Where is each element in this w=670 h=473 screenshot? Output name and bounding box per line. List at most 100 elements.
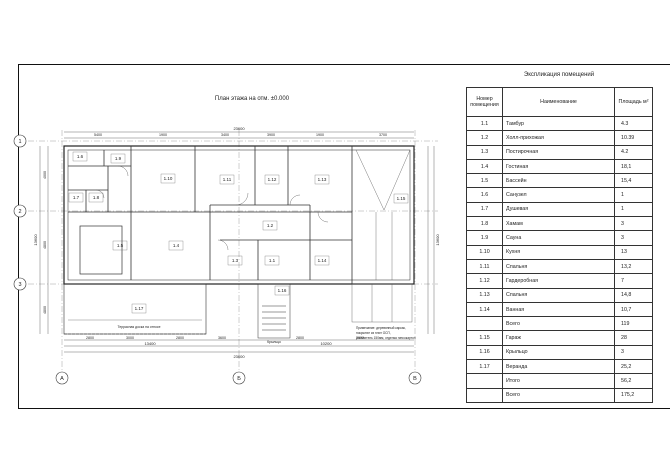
axis-col-3-bubble	[408, 371, 422, 385]
door-swings	[95, 165, 329, 251]
room-label-box	[112, 240, 128, 251]
notes-line: Примечание: деревянный каркас,	[356, 326, 406, 330]
room-label-box	[262, 220, 278, 231]
partitions	[68, 146, 353, 284]
room-area-cell: 1	[614, 201, 653, 218]
dim-left-overall: 13600	[33, 234, 38, 246]
dim-top-piece: 3400	[221, 133, 229, 137]
room-area-cell: 3	[614, 230, 653, 246]
table-header-row: Номер помещения Наименование Площадь м²	[466, 87, 653, 117]
plan-title: План этажа на отм. ±0.000	[214, 96, 290, 102]
frame-left-line	[18, 64, 19, 409]
room-area-cell: 175,2	[614, 387, 653, 403]
room-label-box	[88, 192, 104, 203]
room-name-cell: Холл-прихожая	[502, 130, 615, 146]
dim-bottom-overall: 23600	[233, 354, 245, 359]
frame-bottom-line	[18, 408, 670, 409]
room-label-box	[227, 255, 243, 266]
outer-walls	[63, 145, 415, 285]
dim-bottom-piece: 3000	[356, 336, 364, 340]
dimension-lines	[39, 131, 435, 353]
axis-col-3: В	[413, 376, 417, 382]
room-label: 1.6	[77, 154, 84, 159]
room-label: 1.12	[268, 177, 277, 182]
axis-row-2-bubble	[13, 204, 27, 218]
frame-top-line	[18, 64, 670, 65]
dim-top-overall: 23600	[233, 126, 245, 131]
room-label-box	[264, 255, 280, 266]
dim-bottom-b: 10200	[320, 341, 332, 346]
room-label: 1.5	[117, 243, 124, 248]
header-room-name: Наименование	[502, 87, 615, 117]
room-label: 1.8	[93, 195, 100, 200]
room-label-box	[219, 174, 235, 185]
room-number-cell: 1.7	[466, 201, 503, 218]
room-label-box	[131, 303, 147, 314]
dim-right-overall: 13600	[435, 234, 440, 246]
room-label: 1.15	[397, 196, 406, 201]
veranda-note: Террасная доска на относе	[117, 325, 160, 329]
room-label: 1.7	[73, 195, 80, 200]
veranda	[63, 283, 207, 335]
axis-col-1-bubble	[55, 371, 69, 385]
room-label-box	[264, 174, 280, 185]
room-area-cell: 15,4	[614, 173, 653, 189]
room-area-cell: 10.39	[614, 130, 653, 146]
room-label: 1.11	[223, 177, 232, 182]
room-name-cell: Сауна	[502, 230, 615, 246]
axis-col-1: А	[60, 376, 64, 382]
dim-bottom-piece: 3600	[218, 336, 226, 340]
room-label: 1.10	[164, 176, 173, 181]
room-area-cell: 18,1	[614, 158, 653, 175]
dim-top-piece: 1900	[316, 133, 324, 137]
room-area-cell: 4.2	[614, 144, 653, 160]
room-label: 1.2	[267, 223, 274, 228]
porch-stairs	[257, 283, 291, 339]
dim-bottom-a: 13400	[144, 341, 156, 346]
dim-top-piece: 1900	[159, 133, 167, 137]
room-label: 1.16	[278, 288, 287, 293]
room-label-box	[160, 173, 176, 184]
room-label-box	[314, 174, 330, 185]
table-title: Экспликация помещений	[523, 72, 595, 78]
room-label-box	[110, 153, 126, 164]
stair-note: Крыльцо	[267, 340, 281, 344]
dim-bottom-piece: 2800	[296, 336, 304, 340]
header-room-area: Площадь м²	[614, 87, 653, 117]
room-label-box	[274, 285, 290, 296]
room-label-box	[168, 240, 184, 251]
room-name-cell: Всего	[502, 387, 615, 403]
dim-left-piece: 4800	[43, 241, 47, 249]
terrace-boards	[351, 283, 413, 323]
dim-top-piece: 3900	[267, 133, 275, 137]
room-label: 1.1	[269, 258, 276, 263]
room-area-cell: 1	[614, 187, 653, 203]
dim-bottom-piece: 2800	[86, 336, 94, 340]
dim-bottom-piece: 3000	[126, 336, 134, 340]
room-label-box	[72, 151, 88, 162]
room-label-box	[68, 192, 84, 203]
room-label: 1.13	[318, 177, 327, 182]
dim-bottom-piece: 2800	[176, 336, 184, 340]
room-label: 1.9	[115, 156, 122, 161]
room-name-cell: Тамбур	[502, 115, 615, 132]
notes-line: утеплитель 150мм, отделка гипсокартон	[356, 336, 416, 340]
room-label: 1.4	[173, 243, 180, 248]
room-label: 1.14	[318, 258, 327, 263]
axis-row-3-bubble	[13, 277, 27, 291]
room-label: 1.3	[232, 258, 239, 263]
dim-left-piece: 4000	[43, 171, 47, 179]
garage-lines	[355, 149, 411, 280]
notes-line: покрытие из плит ОСП,	[356, 331, 391, 335]
